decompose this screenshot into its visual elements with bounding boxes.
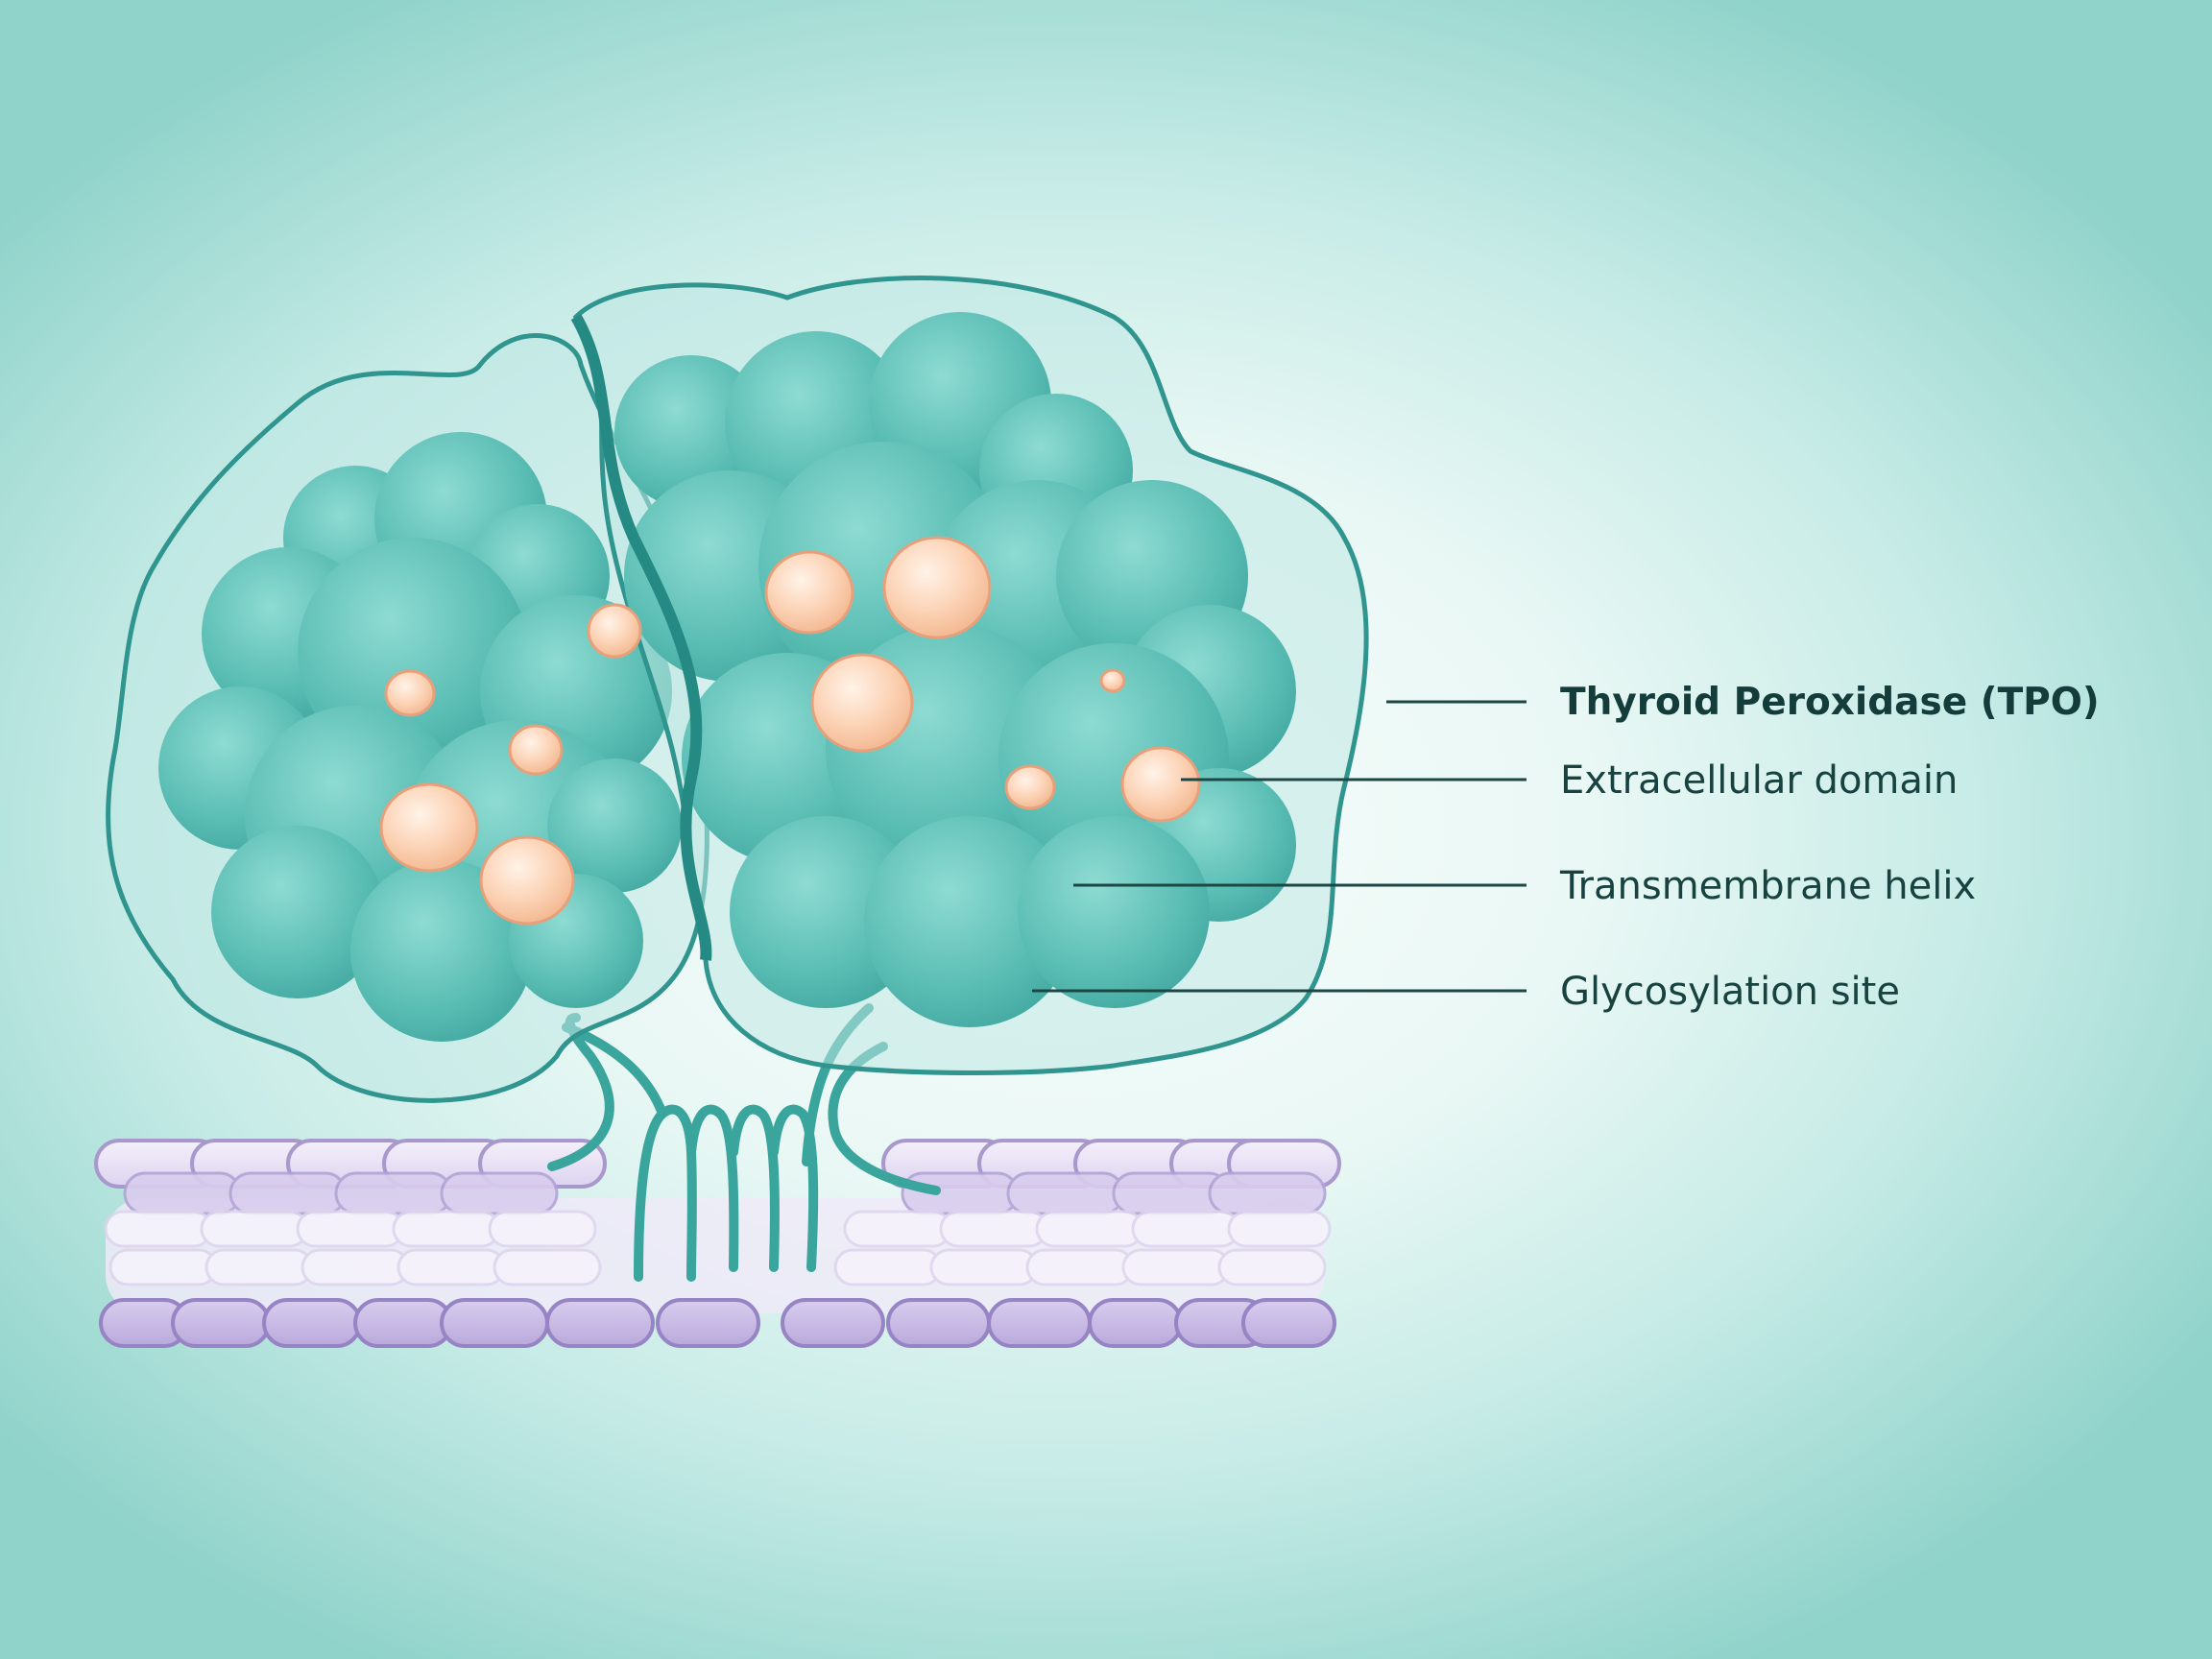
extracellular-domain-right-lobe xyxy=(572,276,1369,1075)
extracellular-domain-left-lobe xyxy=(106,333,709,1103)
domain-interface-groove xyxy=(570,314,712,961)
label-leader-lines xyxy=(1032,700,1527,993)
site-marker xyxy=(508,724,564,776)
membrane-second-row xyxy=(123,1171,1327,1215)
left-lobe-spheres xyxy=(158,432,682,1042)
membrane-middle-rows xyxy=(104,1210,1332,1286)
label-protein-name: Thyroid Peroxidase (TPO) xyxy=(1560,681,2100,724)
right-lobe-spheres xyxy=(614,312,1296,1027)
site-marker xyxy=(1004,764,1056,810)
site-marker xyxy=(1120,746,1201,823)
site-marker xyxy=(587,603,642,659)
membrane-bottom-row xyxy=(99,1298,1336,1348)
label-transmembrane-helix: Transmembrane helix xyxy=(1560,864,1977,908)
site-marker xyxy=(479,835,575,926)
site-marker xyxy=(882,536,992,639)
site-marker xyxy=(810,653,914,753)
site-marker xyxy=(379,782,479,873)
site-marker xyxy=(384,669,436,717)
label-glycosylation-site: Glycosylation site xyxy=(1560,970,1900,1014)
site-marker xyxy=(764,550,854,635)
site-marker xyxy=(1099,668,1126,693)
glycosylation-sites xyxy=(379,536,1201,926)
label-extracellular-domain: Extracellular domain xyxy=(1560,758,1959,803)
cell-membrane xyxy=(94,1139,1341,1348)
